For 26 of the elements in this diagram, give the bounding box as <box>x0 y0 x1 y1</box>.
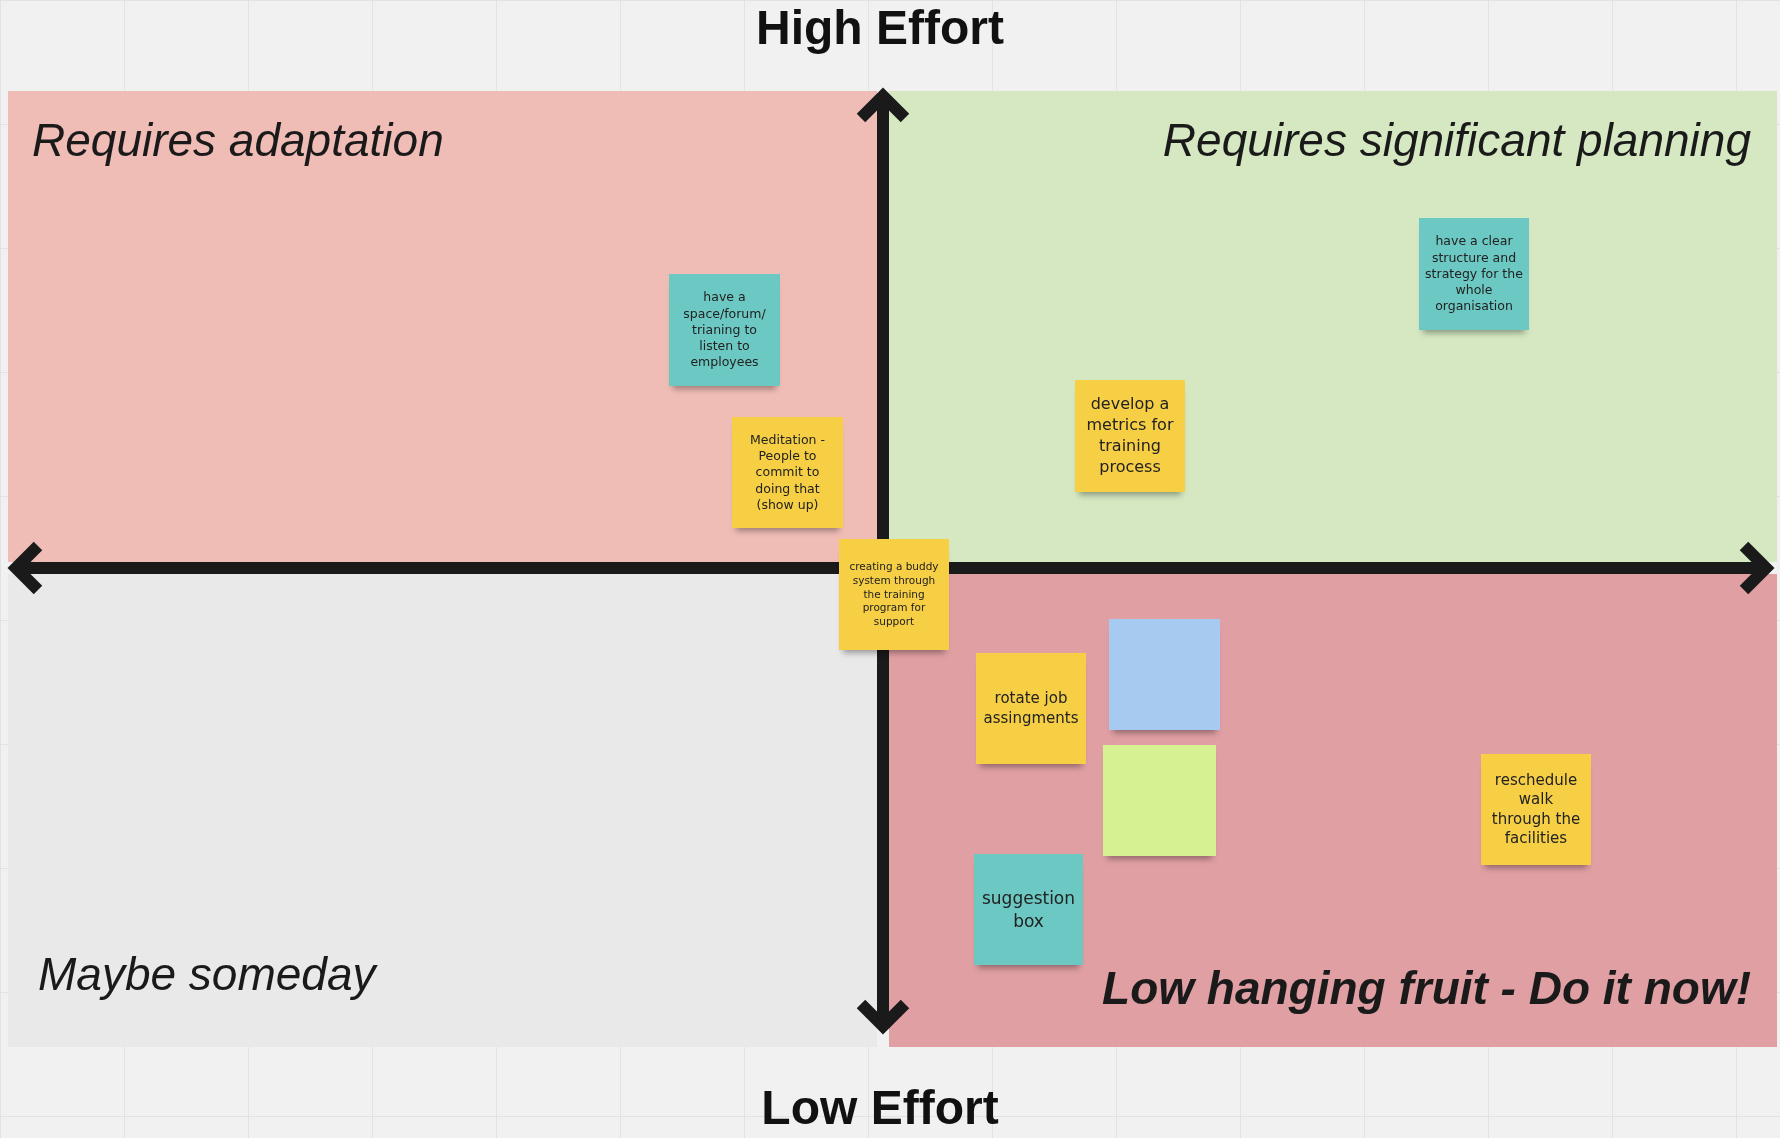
quadrant-title: Requires adaptation <box>32 113 444 167</box>
note-text: have a space/forum/ trianing to listen to employees <box>682 289 767 371</box>
sticky-note <box>669 274 780 386</box>
sticky-note <box>1103 745 1216 856</box>
note-text: creating a buddy system through the training program for support <box>848 560 940 629</box>
quadrant-panel <box>8 91 877 562</box>
axis-label: High Effort <box>756 0 1004 55</box>
sticky-note <box>732 417 843 528</box>
note-text: reschedule walk through the facilities <box>1490 770 1582 849</box>
sticky-note <box>839 539 949 650</box>
quadrant-panel <box>889 91 1777 562</box>
note-text: Meditation - People to commit to doing that (show up) <box>749 431 826 514</box>
axis-label: Low Effort <box>761 1080 999 1135</box>
quadrant-title: Requires significant planning <box>1162 113 1751 167</box>
sticky-note <box>1419 218 1529 330</box>
sticky-note <box>974 854 1083 965</box>
sticky-note <box>1109 619 1220 730</box>
quadrant-title: Maybe someday <box>38 947 376 1001</box>
note-text: develop a metrics for training process <box>1085 394 1175 478</box>
note-text: have a clear structure and strategy for the whole organisation <box>1425 233 1523 315</box>
sticky-note <box>1481 754 1591 865</box>
quadrant-title: Low hanging fruit - Do it now! <box>1102 961 1751 1015</box>
sticky-note <box>976 653 1086 764</box>
note-text: suggestion box <box>980 887 1077 932</box>
note-text: rotate job assingments <box>982 689 1080 728</box>
sticky-note <box>1075 380 1185 492</box>
